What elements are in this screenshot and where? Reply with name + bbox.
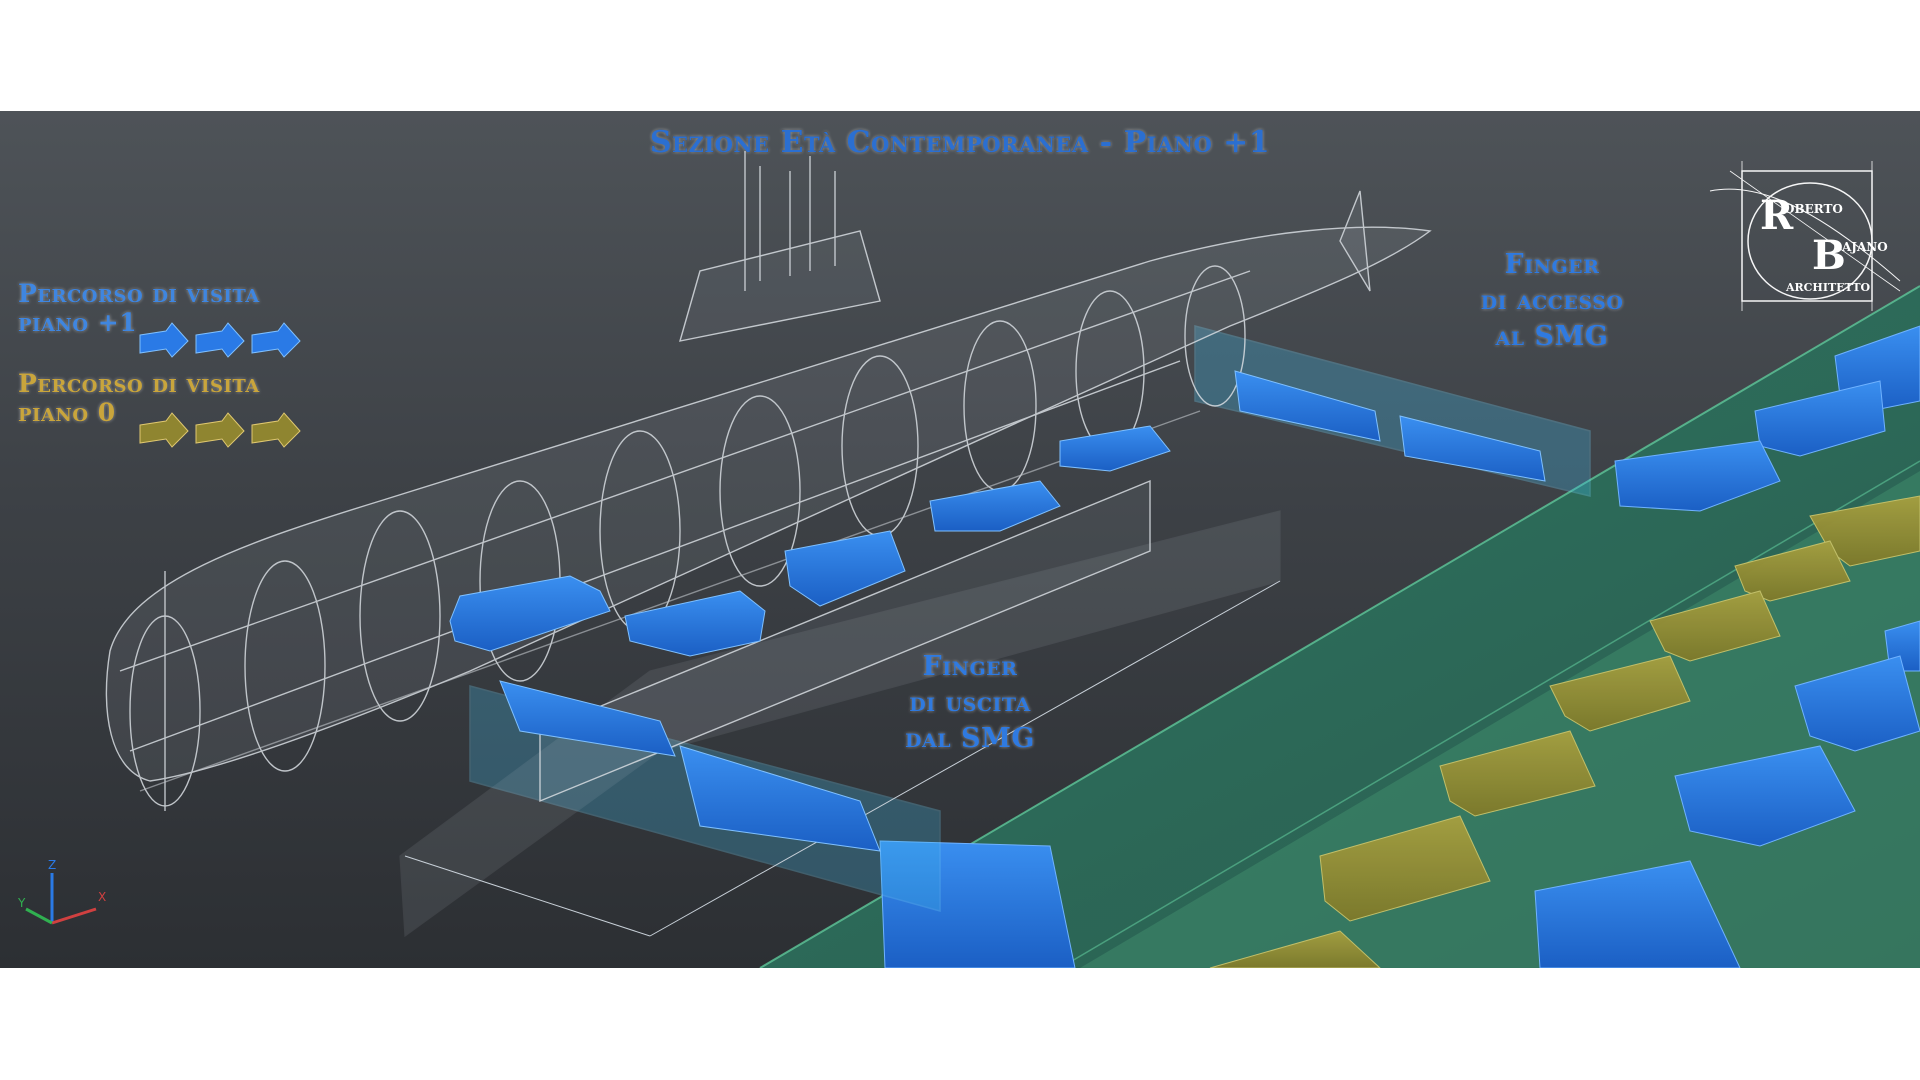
architect-logo-icon: R B OBERTO AJANO ARCHITETTO [1709, 161, 1901, 311]
section-title: Sezione Età Contemporanea - Piano +1 [649, 125, 1271, 160]
exit-label-line3: dal SMG [905, 723, 1035, 754]
submarine-route-arrows [449, 370, 1546, 852]
submarine-wireframe [105, 151, 1432, 811]
blue-floor-arrows [879, 325, 1920, 968]
axis-x-label: X [98, 890, 106, 904]
legend-gold-line2: piano 0 [18, 398, 116, 427]
svg-text:B: B [1812, 232, 1846, 279]
ground-floor-inner-strip [1080, 471, 1920, 968]
ucs-axis-icon: Z X Y [17, 858, 106, 925]
axis-z-label: Z [48, 858, 56, 872]
axis-y-label: Y [17, 896, 26, 910]
blue-route-arrow-icon [139, 322, 301, 358]
svg-text:AJANO: AJANO [1841, 240, 1888, 254]
access-label-line2: di accesso [1480, 285, 1624, 316]
exit-finger-label: Finger di uscita dal SMG [880, 649, 1060, 757]
access-label-line1: Finger [1504, 249, 1600, 280]
submarine-3d-scene [105, 151, 1920, 968]
legend-blue-line1: Percorso di visita [18, 279, 260, 308]
svg-text:OBERTO: OBERTO [1784, 202, 1843, 216]
legend-blue: Percorso di visita piano +1 [18, 279, 260, 337]
svg-text:ARCHITETTO: ARCHITETTO [1785, 281, 1871, 294]
svg-text:R: R [1760, 192, 1794, 239]
access-label-line3: al SMG [1495, 321, 1609, 352]
legend-blue-line2: piano +1 [18, 308, 138, 337]
legend-gold-line1: Percorso di visita [18, 369, 260, 398]
access-finger-label: Finger di accesso al SMG [1462, 247, 1642, 355]
cad-viewport: Sezione Età Contemporanea - Piano +1 Per… [0, 111, 1920, 968]
exit-label-line1: Finger [922, 651, 1018, 682]
gold-route-arrow-icon [139, 412, 301, 448]
legend-gold: Percorso di visita piano 0 [18, 369, 260, 427]
gold-route-arrows [1209, 495, 1920, 968]
exit-label-line2: di uscita [909, 687, 1031, 718]
